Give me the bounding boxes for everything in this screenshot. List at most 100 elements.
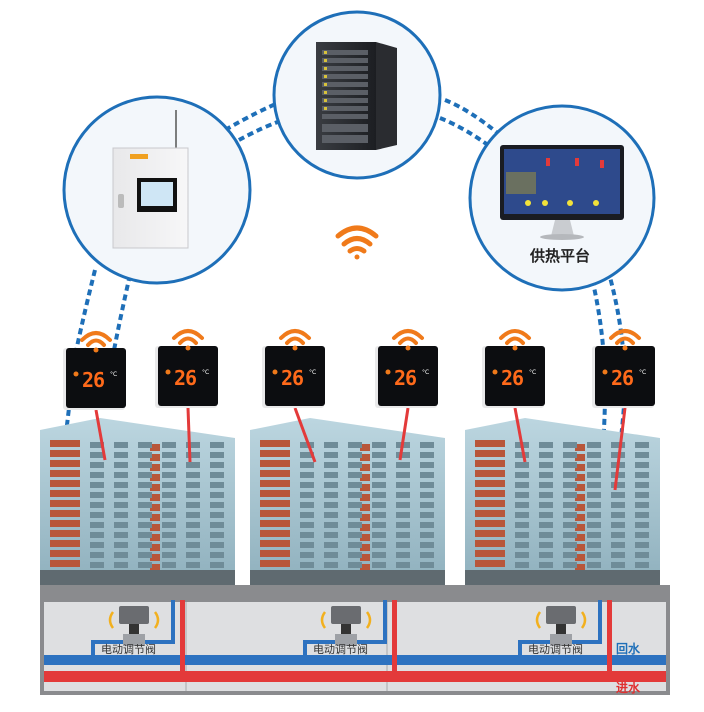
brick-band	[50, 440, 80, 447]
thermostat-unit: °C	[639, 369, 647, 376]
brick-band	[475, 540, 505, 547]
window	[300, 452, 314, 458]
window	[300, 512, 314, 518]
buildings	[40, 418, 660, 585]
window	[420, 482, 434, 488]
brick-band	[575, 494, 585, 501]
window	[186, 482, 200, 488]
window	[210, 502, 224, 508]
window	[90, 552, 104, 558]
flame-icon	[492, 369, 498, 375]
window	[515, 532, 529, 538]
window	[348, 552, 362, 558]
valve-stem	[129, 624, 139, 634]
window	[324, 522, 338, 528]
window	[138, 532, 152, 538]
window	[587, 542, 601, 548]
window	[186, 472, 200, 478]
pipes	[44, 600, 666, 682]
brick-band	[575, 534, 585, 541]
window	[162, 472, 176, 478]
window	[539, 512, 553, 518]
signal-icon	[153, 611, 160, 629]
window	[186, 512, 200, 518]
window	[563, 492, 577, 498]
brick-band	[360, 454, 370, 461]
window	[114, 472, 128, 478]
brick-band	[360, 494, 370, 501]
brick-band	[475, 550, 505, 557]
brick-band	[150, 464, 160, 471]
window	[186, 442, 200, 448]
window	[372, 462, 386, 468]
brick-band	[360, 564, 370, 571]
window	[114, 442, 128, 448]
supply-riser	[392, 600, 397, 675]
electric-valve	[108, 606, 160, 646]
wifi-icon	[279, 329, 311, 351]
wire	[293, 407, 317, 463]
brick-band	[575, 544, 585, 551]
wifi-icon	[609, 329, 641, 351]
window	[563, 522, 577, 528]
wire	[398, 407, 410, 461]
window	[210, 532, 224, 538]
window	[635, 452, 649, 458]
window	[372, 552, 386, 558]
thermostat	[155, 329, 218, 463]
wire	[94, 409, 107, 461]
window	[186, 522, 200, 528]
brick-band	[475, 560, 505, 567]
brick-band	[475, 440, 505, 447]
window	[611, 502, 625, 508]
window	[587, 492, 601, 498]
window	[324, 502, 338, 508]
window	[611, 442, 625, 448]
window	[138, 542, 152, 548]
window	[611, 542, 625, 548]
brick-band	[360, 444, 370, 451]
brick-band	[50, 550, 80, 557]
window	[162, 552, 176, 558]
window	[563, 502, 577, 508]
brick-band	[575, 454, 585, 461]
window	[138, 512, 152, 518]
window	[396, 512, 410, 518]
window	[396, 462, 410, 468]
brick-band	[260, 460, 290, 467]
window	[114, 502, 128, 508]
wifi-icon	[335, 225, 379, 260]
brick-band	[150, 484, 160, 491]
window	[611, 512, 625, 518]
window	[539, 562, 553, 568]
thermostat-temperature: 26	[174, 366, 197, 390]
window	[515, 462, 529, 468]
window	[114, 522, 128, 528]
window	[162, 542, 176, 548]
window	[162, 452, 176, 458]
window	[563, 552, 577, 558]
window	[587, 552, 601, 558]
window	[162, 562, 176, 568]
window	[372, 512, 386, 518]
window	[210, 542, 224, 548]
window	[515, 492, 529, 498]
electric-valve	[535, 606, 587, 646]
window	[210, 452, 224, 458]
window	[348, 452, 362, 458]
window	[114, 492, 128, 498]
window	[420, 562, 434, 568]
brick-band	[50, 560, 80, 567]
building-base	[40, 570, 235, 585]
window	[372, 482, 386, 488]
window	[186, 562, 200, 568]
supply-riser	[180, 600, 185, 675]
window	[348, 492, 362, 498]
brick-band	[575, 564, 585, 571]
brick-band	[360, 474, 370, 481]
window	[396, 452, 410, 458]
window	[372, 502, 386, 508]
brick-band	[50, 490, 80, 497]
platform-node	[468, 104, 656, 292]
window	[114, 512, 128, 518]
